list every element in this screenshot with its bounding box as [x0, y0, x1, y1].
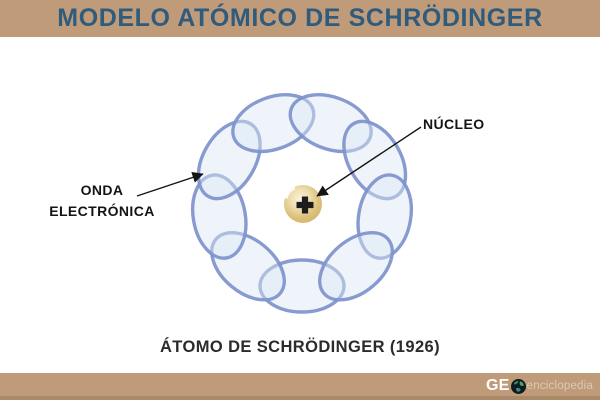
- electron-wave-ring: [190, 93, 414, 314]
- electron-wave-lobe: [288, 93, 373, 154]
- electron-wave-lobe: [231, 93, 316, 154]
- electron-wave-lobe: [196, 119, 262, 201]
- page-title: MODELO ATÓMICO DE SCHRÖDINGER: [57, 4, 543, 32]
- logo-ge-text: GE: [485, 377, 510, 394]
- title-bar: MODELO ATÓMICO DE SCHRÖDINGER: [0, 0, 600, 37]
- nucleus-label: NÚCLEO: [423, 116, 485, 132]
- electron-wave-label: ONDA ELECTRÓNICA: [38, 180, 166, 222]
- plus-icon: [296, 196, 314, 214]
- electron-wave-lobe: [356, 173, 414, 260]
- electron-wave-label-line2: ELECTRÓNICA: [49, 203, 155, 219]
- nucleus-pointer-line: [316, 126, 422, 197]
- electron-wave-lobe: [210, 231, 286, 302]
- diagram-caption: ÁTOMO DE SCHRÖDINGER (1926): [159, 338, 441, 356]
- logo-enciclopedia-text: enciclopedia: [526, 380, 593, 392]
- electron-wave-label-line1: ONDA: [80, 182, 124, 198]
- wave-pointer-line: [136, 172, 204, 197]
- footer-bar: GE enciclopedia: [0, 373, 600, 400]
- electron-wave-lobe: [258, 258, 346, 314]
- geoenciclopedia-logo: GE enciclopedia: [486, 376, 593, 396]
- electron-wave-lobe: [318, 231, 394, 302]
- nucleus-shine: [284, 186, 296, 199]
- nucleus: [284, 185, 322, 223]
- globe-icon: [510, 378, 526, 394]
